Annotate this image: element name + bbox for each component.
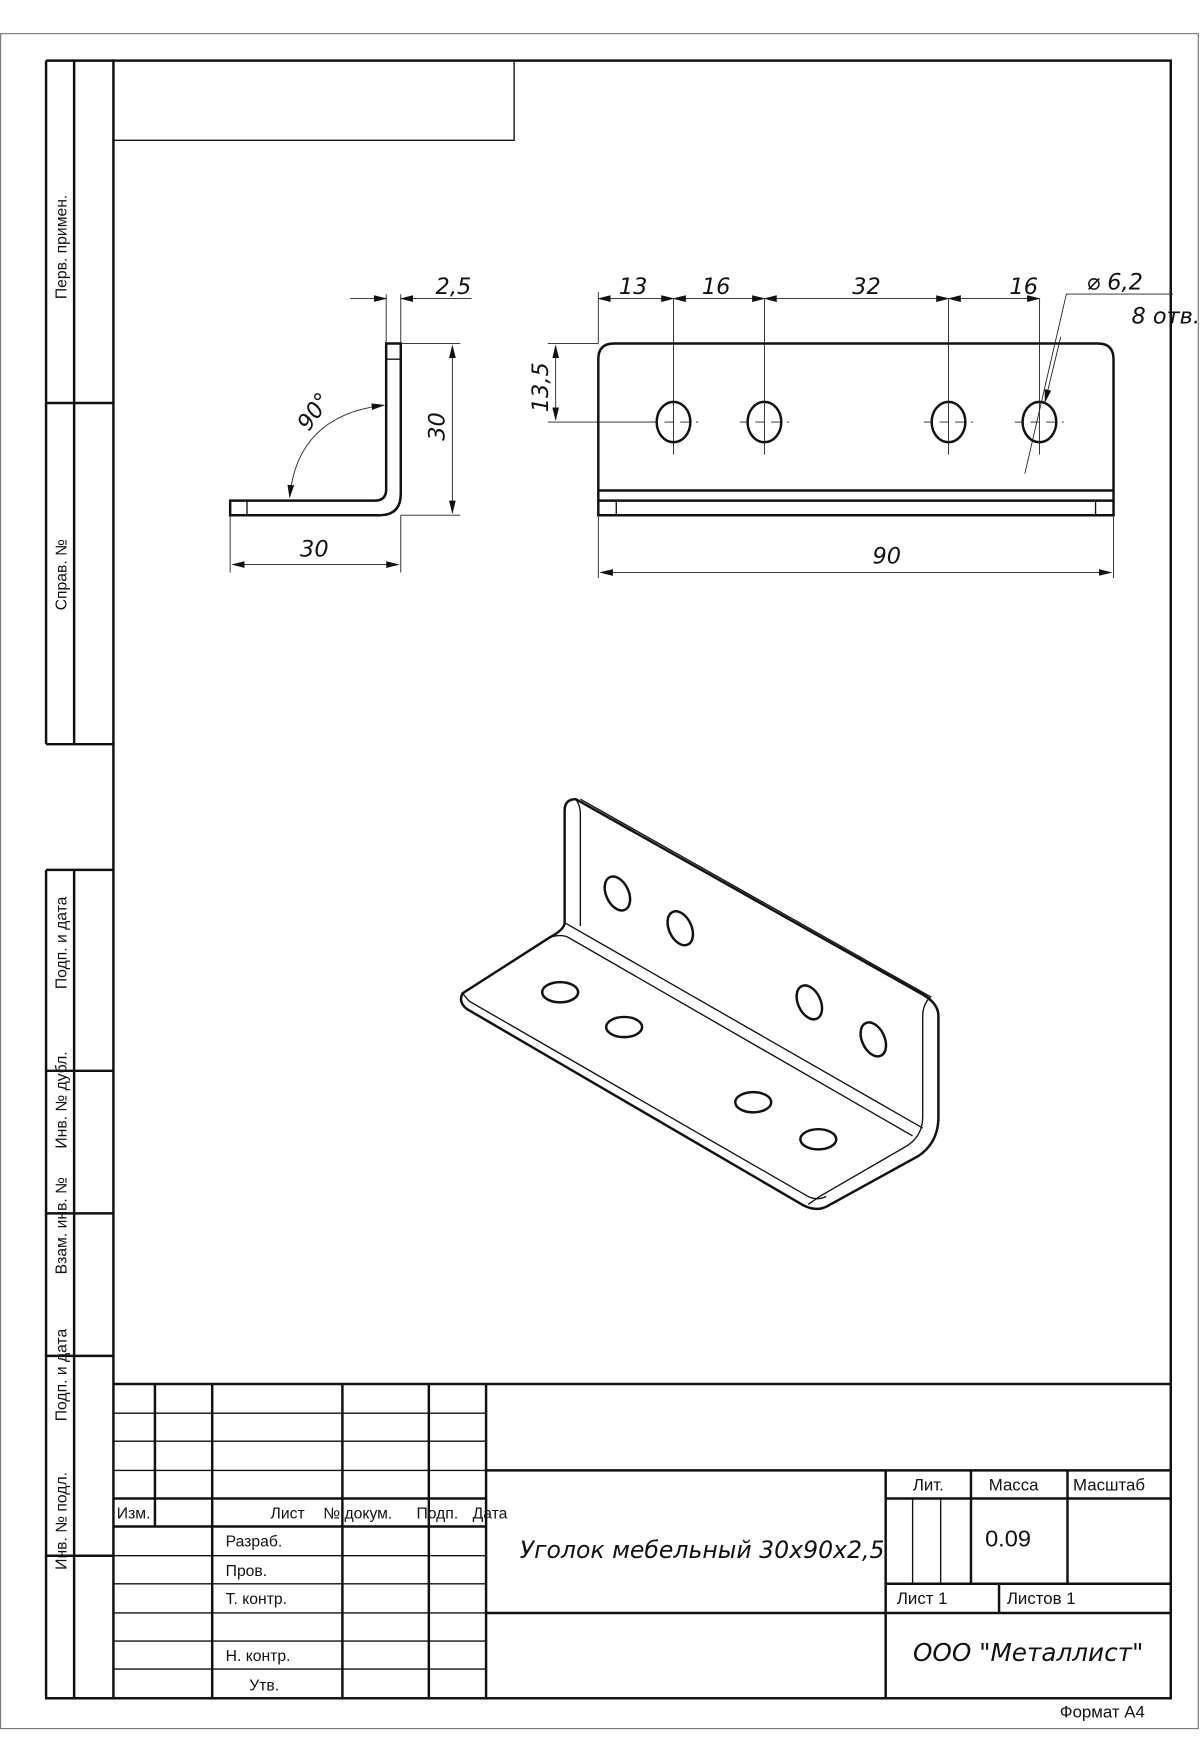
tb-list: Лист <box>271 1506 305 1523</box>
isometric-view <box>459 797 940 1211</box>
dim-13: 13 <box>619 274 648 300</box>
dim-hole-count: 8 отв. <box>1131 303 1200 329</box>
tb-masshtab: Масштаб <box>1073 1476 1145 1495</box>
dim-length: 90 <box>873 543 902 569</box>
dim-hole-height: 13,5 <box>528 362 554 412</box>
strip-sprav-no: Справ. № <box>53 539 70 610</box>
tb-format: Формат А4 <box>1060 1702 1145 1721</box>
left-strip: Перв. примен. Справ. № Подп. и дата Инв.… <box>44 59 114 1700</box>
strip-inv-podl: Инв. № подл. <box>53 1472 70 1570</box>
strip-vzam-inv: Взам. инв. № <box>53 1177 70 1274</box>
dim-hole-diameter: ⌀ 6,2 <box>1087 270 1143 296</box>
tb-sheet: Лист 1 <box>897 1589 948 1608</box>
tb-n-kontr: Н. контр. <box>226 1648 291 1665</box>
dim-16b: 16 <box>1009 274 1038 300</box>
dim-32: 32 <box>852 274 881 300</box>
tb-izm: Изм. <box>117 1506 151 1523</box>
side-view: 2,5 90° 30 30 <box>228 274 472 573</box>
tb-utv: Утв. <box>249 1677 279 1694</box>
tb-n-dokum: № докум. <box>323 1506 392 1523</box>
tb-t-kontr: Т. контр. <box>226 1591 287 1608</box>
strip-podp-data-2: Подп. и дата <box>53 1328 70 1421</box>
front-view: 13 16 32 16 ⌀ 6,2 8 отв. 13,5 90 <box>528 270 1200 579</box>
tb-data: Дата <box>473 1506 508 1523</box>
tb-mass-value: 0.09 <box>985 1526 1031 1552</box>
tb-part-name: Уголок мебельный 30x90x2,5 <box>520 1536 885 1564</box>
tb-sheets: Листов 1 <box>1007 1589 1076 1608</box>
tb-lit: Лит. <box>913 1476 944 1495</box>
title-block: Изм. Лист № докум. Подп. Дата Разраб. Пр… <box>113 1382 1171 1721</box>
tb-massa: Масса <box>989 1476 1039 1495</box>
dim-thickness: 2,5 <box>436 274 472 300</box>
strip-podp-data-1: Подп. и дата <box>53 896 70 989</box>
top-left-box <box>112 59 515 141</box>
dim-16a: 16 <box>702 274 731 300</box>
tb-company: ООО "Металлист" <box>913 1638 1143 1667</box>
strip-perv-primen: Перв. примен. <box>53 195 70 299</box>
dim-side-height: 30 <box>425 412 451 441</box>
drawing-frame <box>112 59 1172 1700</box>
page-border <box>0 33 1199 1730</box>
tb-podp: Подп. <box>416 1506 458 1523</box>
tb-razrab: Разраб. <box>226 1534 283 1551</box>
dim-angle: 90° <box>292 388 336 435</box>
holes <box>648 298 1065 455</box>
dim-side-width: 30 <box>300 537 329 563</box>
tb-prov: Пров. <box>226 1563 267 1580</box>
strip-inv-dubl: Инв. № дубл. <box>53 1051 70 1148</box>
iso-holes <box>540 875 888 1151</box>
